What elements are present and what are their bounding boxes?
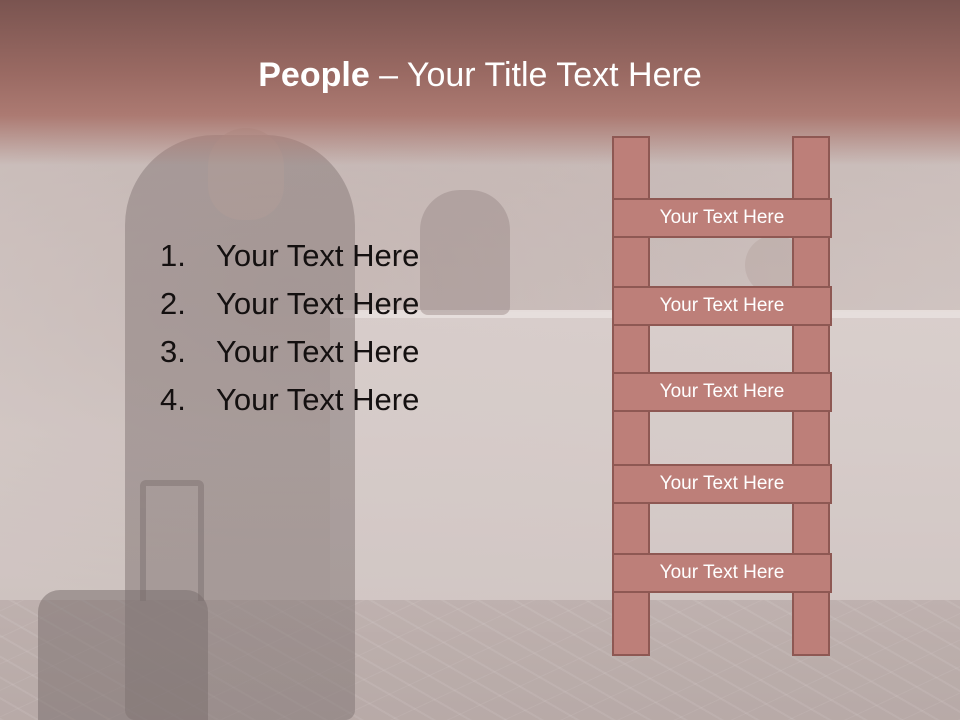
suitcase-handle	[140, 480, 204, 601]
numbered-list[interactable]: 1. Your Text Here 2. Your Text Here 3. Y…	[160, 232, 490, 424]
title-bold-part: People	[258, 56, 370, 94]
list-item: 1. Your Text Here	[160, 232, 490, 280]
list-number: 2.	[160, 286, 186, 321]
rung-label: Your Text Here	[659, 381, 785, 402]
list-number: 4.	[160, 382, 186, 417]
list-text: Your Text Here	[216, 334, 420, 369]
rung-label: Your Text Here	[659, 562, 785, 583]
rung-label: Your Text Here	[659, 207, 785, 228]
slide-title[interactable]: People – Your Title Text Here	[0, 52, 960, 98]
ladder-rung-3[interactable]: Your Text Here	[612, 372, 832, 412]
receptionist-figure	[420, 190, 510, 315]
list-number: 3.	[160, 334, 186, 369]
ladder-rung-1[interactable]: Your Text Here	[612, 198, 832, 238]
list-item: 4. Your Text Here	[160, 376, 490, 424]
list-text: Your Text Here	[216, 286, 420, 321]
rung-label: Your Text Here	[659, 295, 785, 316]
list-text: Your Text Here	[216, 238, 420, 273]
ladder-rung-4[interactable]: Your Text Here	[612, 464, 832, 504]
list-text: Your Text Here	[216, 382, 420, 417]
ladder-rung-5[interactable]: Your Text Here	[612, 553, 832, 593]
rung-label: Your Text Here	[659, 473, 785, 494]
list-number: 1.	[160, 238, 186, 273]
title-rest-part: – Your Title Text Here	[369, 56, 702, 94]
ladder-rung-2[interactable]: Your Text Here	[612, 286, 832, 326]
list-item: 2. Your Text Here	[160, 280, 490, 328]
suitcase	[38, 590, 208, 720]
list-item: 3. Your Text Here	[160, 328, 490, 376]
